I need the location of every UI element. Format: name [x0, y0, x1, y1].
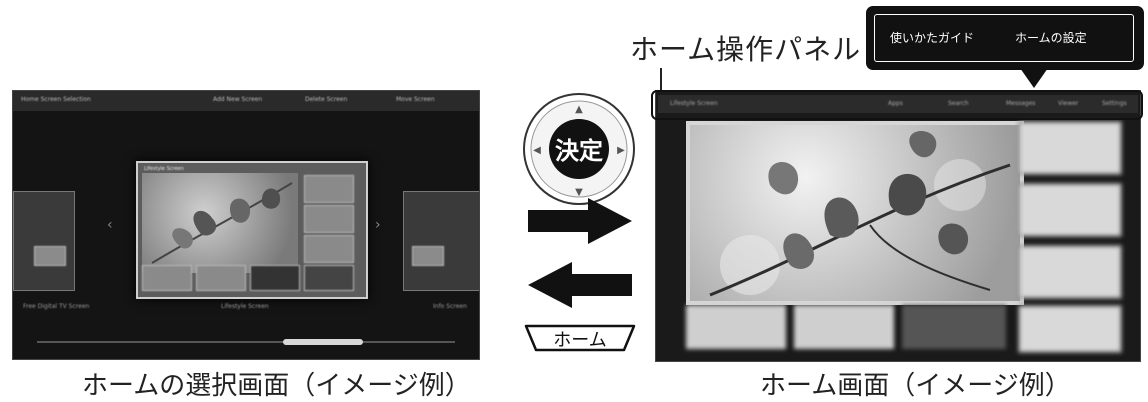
- hero-leaves-image[interactable]: [686, 121, 1024, 305]
- card-title: Lifestyle Screen: [144, 166, 184, 172]
- lifestyle-screen-card[interactable]: Lifestyle Screen: [136, 161, 368, 299]
- menu-item-messages[interactable]: Messages: [1006, 100, 1036, 107]
- home-screen-selection-screenshot: Home Screen Selection Add New Screen Del…: [12, 90, 480, 360]
- scrollbar-track[interactable]: [37, 341, 455, 343]
- selection-screen-caption: ホームの選択画面（イメージ例）: [82, 371, 471, 401]
- delete-screen-button[interactable]: Delete Screen: [305, 96, 348, 103]
- home-operation-panel: Lifestyle Screen Apps Search Messages Vi…: [658, 95, 1138, 113]
- callout-menu: 使いかたガイド ホームの設定: [874, 14, 1134, 62]
- home-operation-panel-callout: 使いかたガイド ホームの設定: [866, 6, 1144, 70]
- content-tile[interactable]: [1018, 121, 1122, 175]
- home-operation-panel-highlight: [651, 90, 1143, 120]
- side-tile[interactable]: [304, 235, 354, 263]
- bottom-tile[interactable]: [250, 265, 300, 291]
- menu-item-viewer[interactable]: Viewer: [1058, 100, 1079, 107]
- bottom-tile[interactable]: [304, 265, 354, 291]
- home-operation-panel-label: ホーム操作パネル: [630, 33, 862, 66]
- info-screen-card[interactable]: [403, 191, 479, 291]
- chevron-left-icon[interactable]: ‹: [107, 217, 113, 233]
- bottom-tile[interactable]: [196, 265, 246, 291]
- move-screen-button[interactable]: Move Screen: [396, 96, 435, 103]
- home-button-icon[interactable]: ホーム: [522, 320, 638, 356]
- bottom-tile[interactable]: [142, 265, 192, 291]
- down-arrow-icon[interactable]: ▼: [575, 187, 583, 198]
- leader-line: [660, 68, 662, 90]
- free-digital-tv-screen-label: Free Digital TV Screen: [23, 303, 90, 310]
- left-arrow-icon[interactable]: ◀: [533, 145, 541, 156]
- callout-pointer: [1020, 68, 1048, 88]
- dpad-icon[interactable]: 決定 ▲ ▼ ◀ ▶: [521, 91, 637, 207]
- add-new-screen-button[interactable]: Add New Screen: [213, 96, 263, 103]
- arrow-left-icon: [528, 262, 632, 308]
- content-tile[interactable]: [1018, 305, 1122, 353]
- home-settings-menu-item[interactable]: ホームの設定: [1015, 31, 1087, 45]
- selection-title: Home Screen Selection: [21, 96, 91, 103]
- menu-item-settings[interactable]: Settings: [1102, 100, 1127, 107]
- selection-topbar: Home Screen Selection Add New Screen Del…: [13, 91, 479, 111]
- home-button-label: ホーム: [553, 330, 606, 351]
- usage-guide-menu-item[interactable]: 使いかたガイド: [890, 31, 975, 45]
- right-arrow-icon[interactable]: ▶: [617, 145, 625, 156]
- enter-button-label: 決定: [555, 137, 603, 165]
- home-screen-caption: ホーム画面（イメージ例）: [760, 371, 1071, 401]
- lifestyle-screen-label: Lifestyle Screen: [221, 303, 269, 310]
- content-tile[interactable]: [1018, 245, 1122, 299]
- leaves-image: [142, 173, 298, 273]
- chevron-right-icon[interactable]: ›: [375, 217, 381, 233]
- bottom-content-tile[interactable]: [902, 305, 1006, 349]
- menu-item-apps[interactable]: Apps: [888, 100, 903, 107]
- free-digital-tv-screen-card[interactable]: [13, 191, 75, 291]
- bottom-content-tile[interactable]: [794, 305, 894, 349]
- content-tile[interactable]: [1018, 183, 1122, 237]
- info-screen-label: Info Screen: [433, 303, 467, 310]
- side-tile[interactable]: [304, 175, 354, 203]
- scrollbar-thumb[interactable]: [283, 339, 363, 345]
- side-tile[interactable]: [304, 205, 354, 233]
- home-screen-title: Lifestyle Screen: [670, 100, 718, 107]
- arrow-right-icon: [528, 198, 632, 244]
- menu-item-search[interactable]: Search: [948, 100, 969, 107]
- bottom-content-tile[interactable]: [686, 305, 786, 349]
- up-arrow-icon[interactable]: ▲: [575, 104, 583, 115]
- home-screen-screenshot: Lifestyle Screen Apps Search Messages Vi…: [655, 90, 1141, 362]
